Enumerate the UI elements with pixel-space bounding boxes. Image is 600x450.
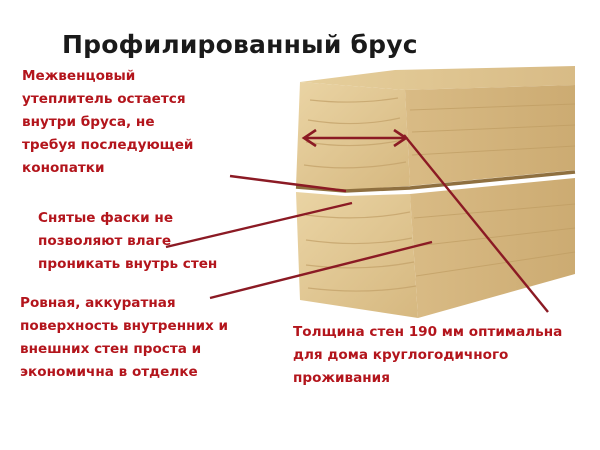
- upper-beam-top-face: [300, 66, 575, 90]
- annotation-chamfers: Снятые фаски не позволяют влаге проникат…: [38, 210, 218, 272]
- side-grain-lines: [409, 103, 576, 277]
- upper-beam-side-face: [405, 85, 575, 186]
- leader-surface: [209, 240, 433, 300]
- annotation-surface: Ровная, аккуратная поверхность внутренни…: [20, 295, 229, 380]
- beam-joint-groove: [295, 170, 576, 193]
- leader-insulation: [229, 174, 347, 193]
- annotation-thickness: Толщина стен 190 мм оптимальна для дома …: [293, 324, 563, 386]
- lower-beam-side-face: [410, 178, 575, 318]
- annotation-insulation: Межвенцовый утеплитель остается внутри б…: [22, 68, 194, 176]
- leader-thickness: [403, 134, 549, 313]
- leader-lines: [165, 134, 549, 313]
- upper-beam-end: [296, 82, 410, 190]
- leader-chamfers: [165, 201, 353, 249]
- page-title: Профилированный брус: [62, 30, 418, 59]
- end-grain-rings: [303, 97, 417, 292]
- lower-beam-end: [296, 192, 418, 318]
